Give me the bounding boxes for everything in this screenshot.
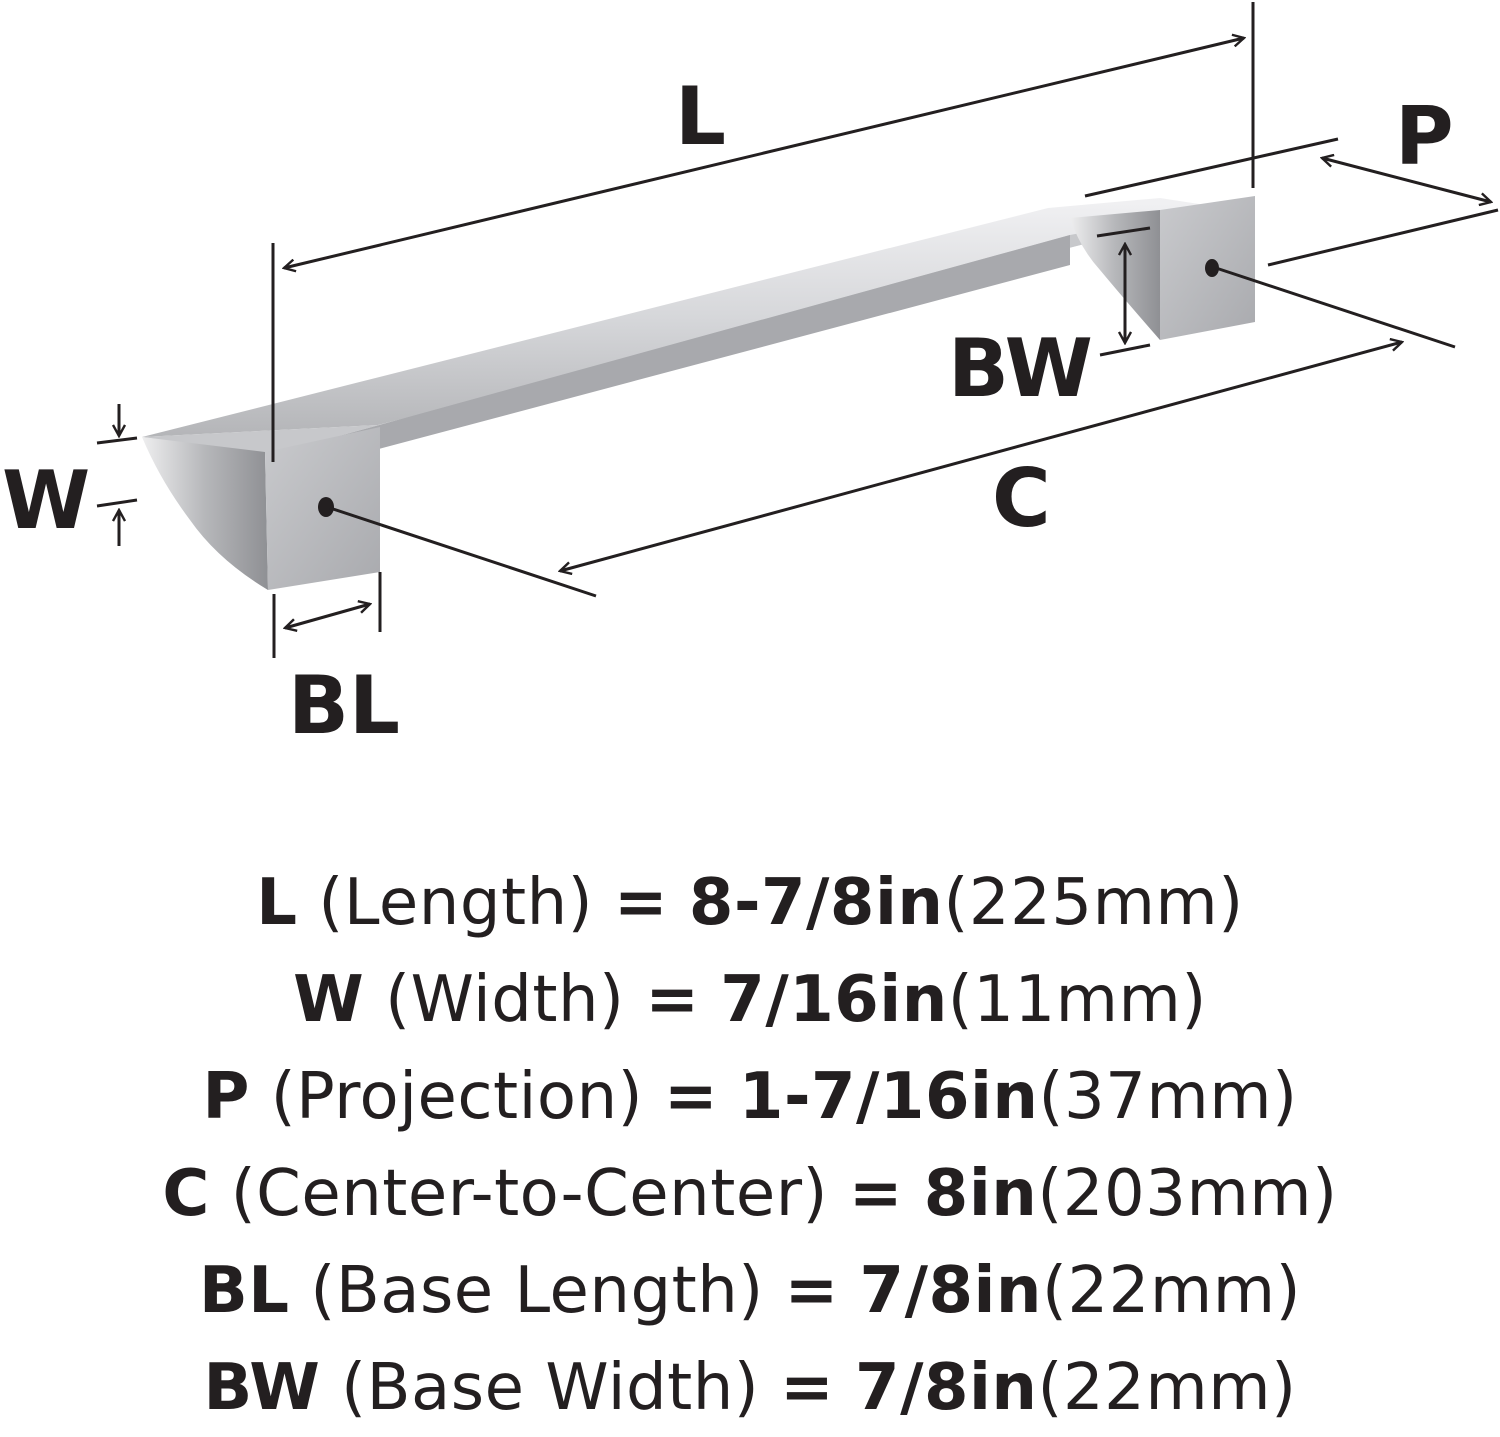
width-extension-top xyxy=(96,436,138,445)
spec-name: (Base Width) xyxy=(341,1351,760,1425)
spec-equals: = xyxy=(780,1351,835,1425)
spec-imperial: 7/8in xyxy=(859,1254,1042,1328)
projection-arrow xyxy=(1322,158,1491,202)
label-base-length: BL xyxy=(288,659,400,752)
spec-metric: (225mm) xyxy=(943,866,1244,940)
base-width-extension-bottom xyxy=(1099,343,1151,357)
width-extension-bottom xyxy=(96,498,138,508)
spec-code: W xyxy=(293,963,365,1037)
spec-name: (Width) xyxy=(385,963,625,1037)
spec-row-length: L (Length) = 8-7/8in(225mm) xyxy=(0,855,1500,952)
label-width: W xyxy=(2,454,90,547)
spec-metric: (203mm) xyxy=(1037,1157,1338,1231)
left-screw-hole xyxy=(318,497,334,517)
spec-code: BL xyxy=(198,1254,290,1328)
dimension-diagram: L P BW W C BL xyxy=(2,2,1499,752)
label-center-to-center: C xyxy=(992,452,1051,545)
spec-imperial: 8-7/8in xyxy=(688,866,944,940)
spec-imperial: 7/16in xyxy=(720,963,948,1037)
spec-row-base-width: BW (Base Width) = 7/8in(22mm) xyxy=(0,1340,1500,1437)
left-leg xyxy=(142,437,268,590)
dimension-spec-list: L (Length) = 8-7/8in(225mm) W (Width) = … xyxy=(0,855,1500,1437)
spec-code: BW xyxy=(203,1351,321,1425)
spec-imperial: 1-7/16in xyxy=(738,1060,1039,1134)
spec-name: (Base Length) xyxy=(310,1254,764,1328)
spec-equals: = xyxy=(848,1157,903,1231)
spec-equals: = xyxy=(784,1254,839,1328)
spec-row-projection: P (Projection) = 1-7/16in(37mm) xyxy=(0,1049,1500,1146)
label-length: L xyxy=(675,70,726,163)
center-line-left xyxy=(329,506,597,598)
spec-equals: = xyxy=(613,866,669,940)
length-arrow xyxy=(284,38,1244,268)
spec-equals: = xyxy=(645,963,700,1037)
spec-row-center-to-center: C (Center-to-Center) = 8in(203mm) xyxy=(0,1146,1500,1243)
spec-row-width: W (Width) = 7/16in(11mm) xyxy=(0,952,1500,1049)
projection-extension-top xyxy=(1084,137,1339,198)
spec-name: (Length) xyxy=(318,866,594,940)
base-width-extension-top xyxy=(1096,226,1151,238)
spec-row-base-length: BL (Base Length) = 7/8in(22mm) xyxy=(0,1243,1500,1340)
spec-metric: (37mm) xyxy=(1038,1060,1298,1134)
spec-imperial: 7/8in xyxy=(855,1351,1038,1425)
label-base-width: BW xyxy=(948,322,1093,415)
spec-code: C xyxy=(162,1157,210,1231)
spec-name: (Projection) xyxy=(270,1060,644,1134)
dimension-lines xyxy=(96,2,1499,658)
spec-metric: (22mm) xyxy=(1037,1351,1297,1425)
spec-code: P xyxy=(202,1060,250,1134)
projection-extension-bottom xyxy=(1267,208,1499,267)
spec-equals: = xyxy=(663,1060,719,1134)
spec-metric: (11mm) xyxy=(947,963,1207,1037)
spec-name: (Center-to-Center) xyxy=(230,1157,828,1231)
base-length-arrow xyxy=(285,604,370,628)
spec-code: L xyxy=(256,866,298,940)
label-projection: P xyxy=(1395,90,1454,183)
center-to-center-arrow xyxy=(560,342,1402,571)
spec-metric: (22mm) xyxy=(1041,1254,1302,1328)
center-line-right xyxy=(1215,266,1456,349)
spec-imperial: 8in xyxy=(923,1157,1038,1231)
